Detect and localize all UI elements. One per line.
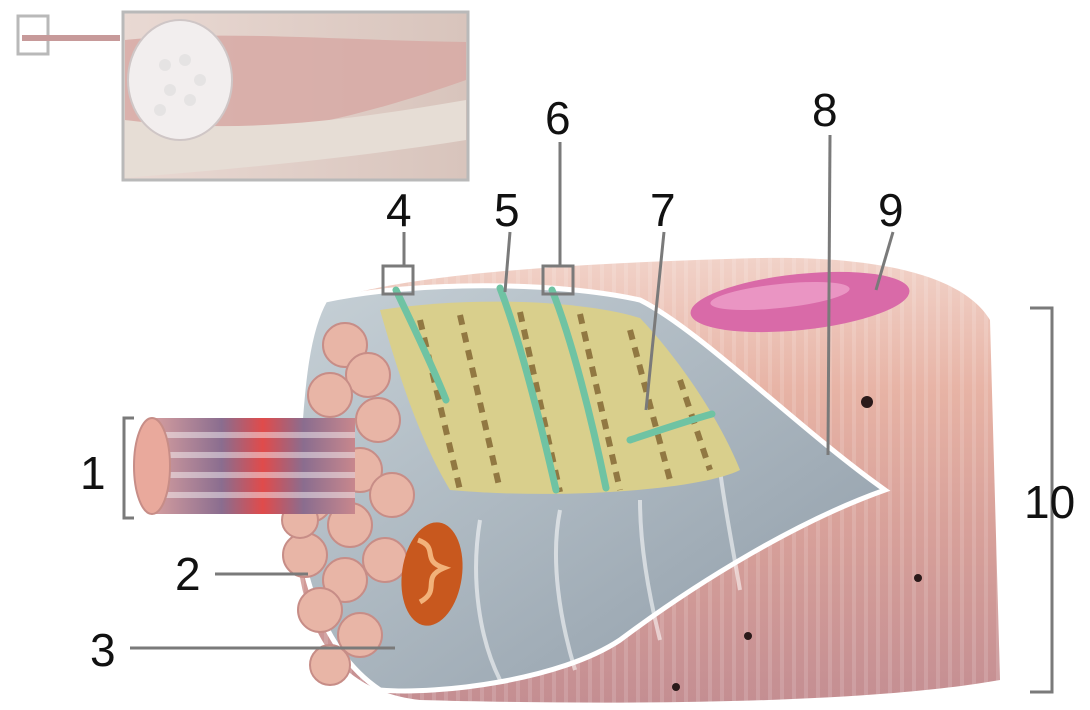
muscle-fiber bbox=[134, 258, 1000, 703]
label-5: 5 bbox=[494, 184, 520, 236]
inset-cross-section bbox=[128, 20, 232, 140]
label-7: 7 bbox=[650, 184, 676, 236]
nucleus-dot bbox=[861, 396, 873, 408]
myofibril-rod-end bbox=[134, 418, 170, 514]
label-2: 2 bbox=[175, 548, 201, 600]
inset-muscle-overview bbox=[18, 12, 468, 180]
bracket-1 bbox=[124, 418, 134, 518]
nucleus-dot bbox=[672, 683, 680, 691]
label-1: 1 bbox=[80, 447, 106, 499]
label-8: 8 bbox=[812, 84, 838, 136]
label-10: 10 bbox=[1024, 476, 1075, 528]
nucleus-dot bbox=[914, 574, 922, 582]
myofibril-rod bbox=[134, 418, 355, 514]
label-9: 9 bbox=[878, 184, 904, 236]
label-4: 4 bbox=[386, 184, 412, 236]
label-6: 6 bbox=[545, 92, 571, 144]
nucleus-dot bbox=[744, 632, 752, 640]
label-3: 3 bbox=[90, 624, 116, 676]
leader-8 bbox=[828, 135, 830, 455]
